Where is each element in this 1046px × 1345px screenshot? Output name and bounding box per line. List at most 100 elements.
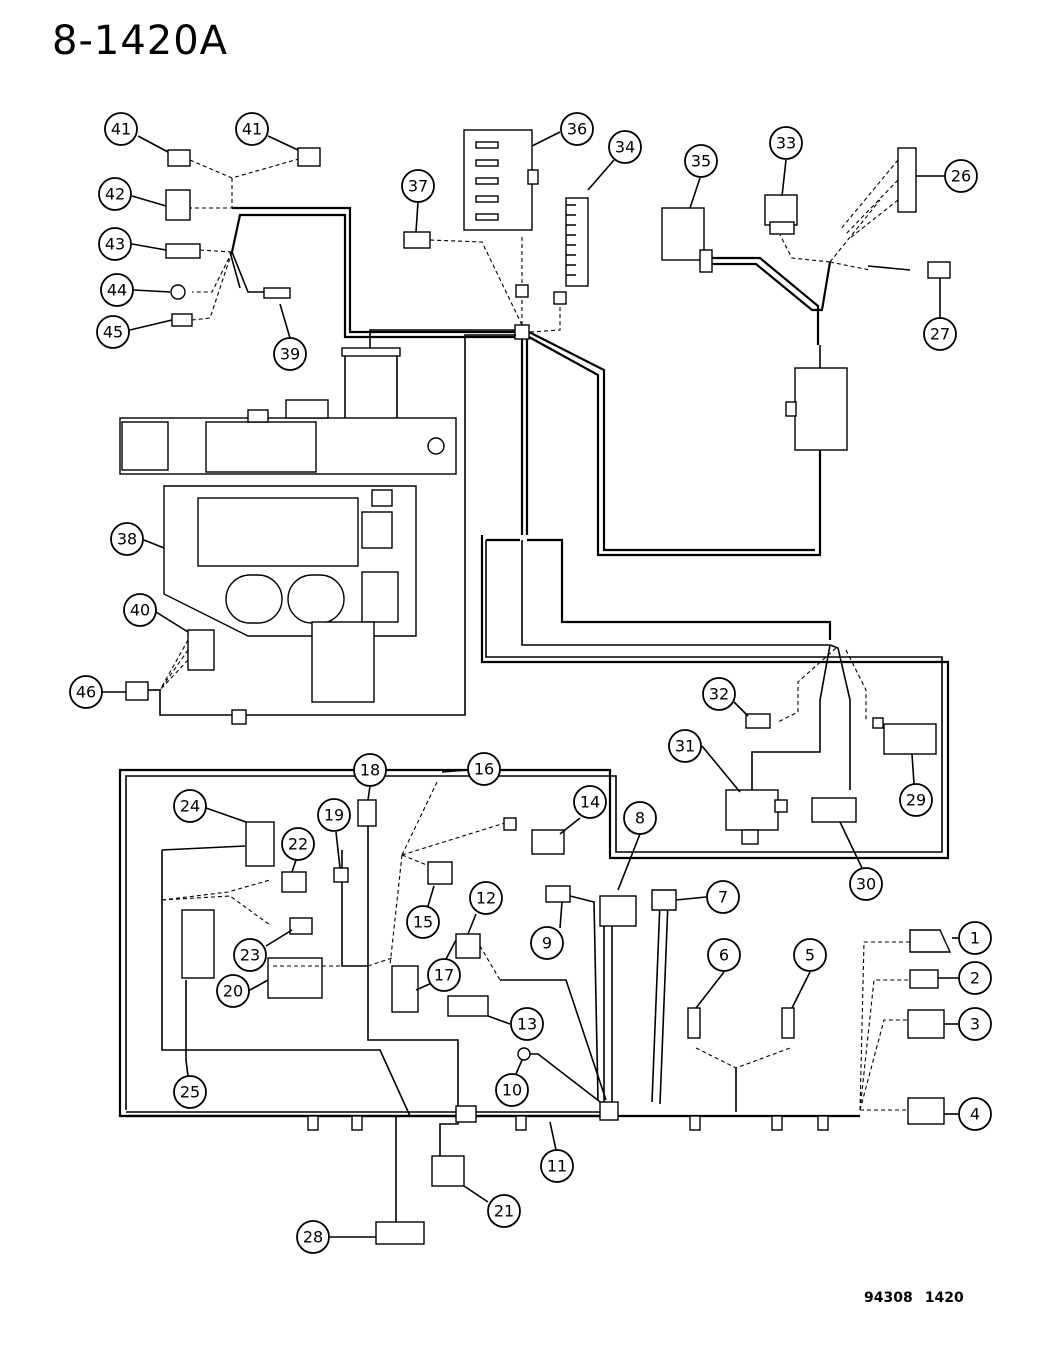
svg-text:31: 31 <box>675 737 695 756</box>
svg-text:33: 33 <box>776 134 796 153</box>
callout-7: 7 <box>675 880 740 914</box>
svg-text:39: 39 <box>280 345 300 364</box>
callout-1: 1 <box>952 921 992 955</box>
callout-19: 19 <box>317 798 351 869</box>
callout-6: 6 <box>695 938 741 1009</box>
callout-27: 27 <box>923 278 957 351</box>
svg-text:10: 10 <box>502 1081 522 1100</box>
callout-3: 3 <box>944 1007 992 1041</box>
svg-text:11: 11 <box>547 1157 567 1176</box>
svg-text:35: 35 <box>691 152 711 171</box>
svg-text:37: 37 <box>408 177 428 196</box>
callout-46: 46 <box>69 675 126 709</box>
callout-37: 37 <box>401 169 435 233</box>
callout-30: 30 <box>839 821 883 901</box>
svg-text:27: 27 <box>930 325 950 344</box>
svg-text:18: 18 <box>360 761 380 780</box>
callout-25: 25 <box>173 1059 207 1109</box>
svg-text:38: 38 <box>117 530 137 549</box>
junction-block <box>119 399 457 725</box>
callout-38: 38 <box>110 522 165 556</box>
callout-28: 28 <box>296 1220 376 1254</box>
callout-33: 33 <box>769 126 803 197</box>
callout-22: 22 <box>281 827 315 873</box>
callout-26: 26 <box>916 159 978 193</box>
callout-21: 21 <box>463 1185 521 1228</box>
callout-12: 12 <box>467 881 503 935</box>
svg-text:46: 46 <box>76 683 96 702</box>
right-harness <box>403 129 951 451</box>
callout-39: 39 <box>273 303 307 371</box>
svg-text:24: 24 <box>180 797 200 816</box>
callout-14: 14 <box>559 785 607 835</box>
callout-43: 43 <box>98 227 167 261</box>
upper-harness <box>159 157 822 716</box>
svg-text:16: 16 <box>474 760 494 779</box>
drawing-code-right: 1420 <box>924 1290 964 1306</box>
callout-45: 45 <box>96 315 173 349</box>
svg-text:42: 42 <box>105 185 125 204</box>
callout-18: 18 <box>353 753 387 801</box>
callout-17: 17 <box>415 939 461 992</box>
callout-42: 42 <box>98 177 167 211</box>
svg-text:29: 29 <box>906 791 926 810</box>
svg-text:4: 4 <box>970 1105 980 1124</box>
svg-text:22: 22 <box>288 835 308 854</box>
svg-text:41: 41 <box>111 120 131 139</box>
diagram-title: 8-1420A <box>52 18 229 64</box>
svg-text:20: 20 <box>223 982 243 1001</box>
callout-41a: 41 <box>104 112 169 153</box>
svg-text:23: 23 <box>240 946 260 965</box>
svg-text:34: 34 <box>615 138 635 157</box>
svg-text:28: 28 <box>303 1228 323 1247</box>
callout-8: 8 <box>617 801 657 891</box>
svg-text:21: 21 <box>494 1202 514 1221</box>
svg-text:30: 30 <box>856 875 876 894</box>
small-connectors <box>165 147 321 327</box>
callout-16: 16 <box>441 752 501 786</box>
callout-11: 11 <box>540 1121 574 1183</box>
callouts: 1 2 3 4 5 6 7 8 9 10 11 12 13 14 15 16 1… <box>69 112 992 1254</box>
drawing-code-left: 94308 <box>864 1290 913 1306</box>
callout-5: 5 <box>791 938 827 1009</box>
svg-text:15: 15 <box>413 913 433 932</box>
callout-32: 32 <box>702 677 749 717</box>
callout-20: 20 <box>216 974 269 1008</box>
svg-text:6: 6 <box>719 946 729 965</box>
svg-text:2: 2 <box>970 969 980 988</box>
callout-10: 10 <box>495 1059 529 1107</box>
svg-text:40: 40 <box>130 601 150 620</box>
svg-text:32: 32 <box>709 685 729 704</box>
svg-text:44: 44 <box>107 281 127 300</box>
svg-text:12: 12 <box>476 889 496 908</box>
svg-text:9: 9 <box>542 934 552 953</box>
callout-24: 24 <box>173 789 247 823</box>
callout-40: 40 <box>123 593 189 633</box>
svg-text:13: 13 <box>517 1015 537 1034</box>
callout-41b: 41 <box>235 112 299 151</box>
callout-44: 44 <box>100 273 171 307</box>
callout-15: 15 <box>406 885 440 939</box>
svg-text:17: 17 <box>434 966 454 985</box>
callout-23: 23 <box>233 929 293 972</box>
callout-9: 9 <box>530 901 564 960</box>
svg-text:36: 36 <box>567 120 587 139</box>
callout-4: 4 <box>944 1097 992 1131</box>
callout-2: 2 <box>938 961 992 995</box>
svg-text:43: 43 <box>105 235 125 254</box>
callout-29: 29 <box>899 753 933 817</box>
drawing-code: 94308 1420 <box>864 1290 964 1306</box>
svg-text:1: 1 <box>970 929 980 948</box>
svg-text:8: 8 <box>635 809 645 828</box>
svg-text:26: 26 <box>951 167 971 186</box>
callout-34: 34 <box>587 130 642 191</box>
callout-36: 36 <box>531 112 594 147</box>
svg-text:45: 45 <box>103 323 123 342</box>
svg-text:14: 14 <box>580 793 600 812</box>
ip-harness <box>118 535 950 1118</box>
svg-text:19: 19 <box>324 806 344 825</box>
callout-35: 35 <box>684 144 718 209</box>
callout-31: 31 <box>668 729 741 793</box>
